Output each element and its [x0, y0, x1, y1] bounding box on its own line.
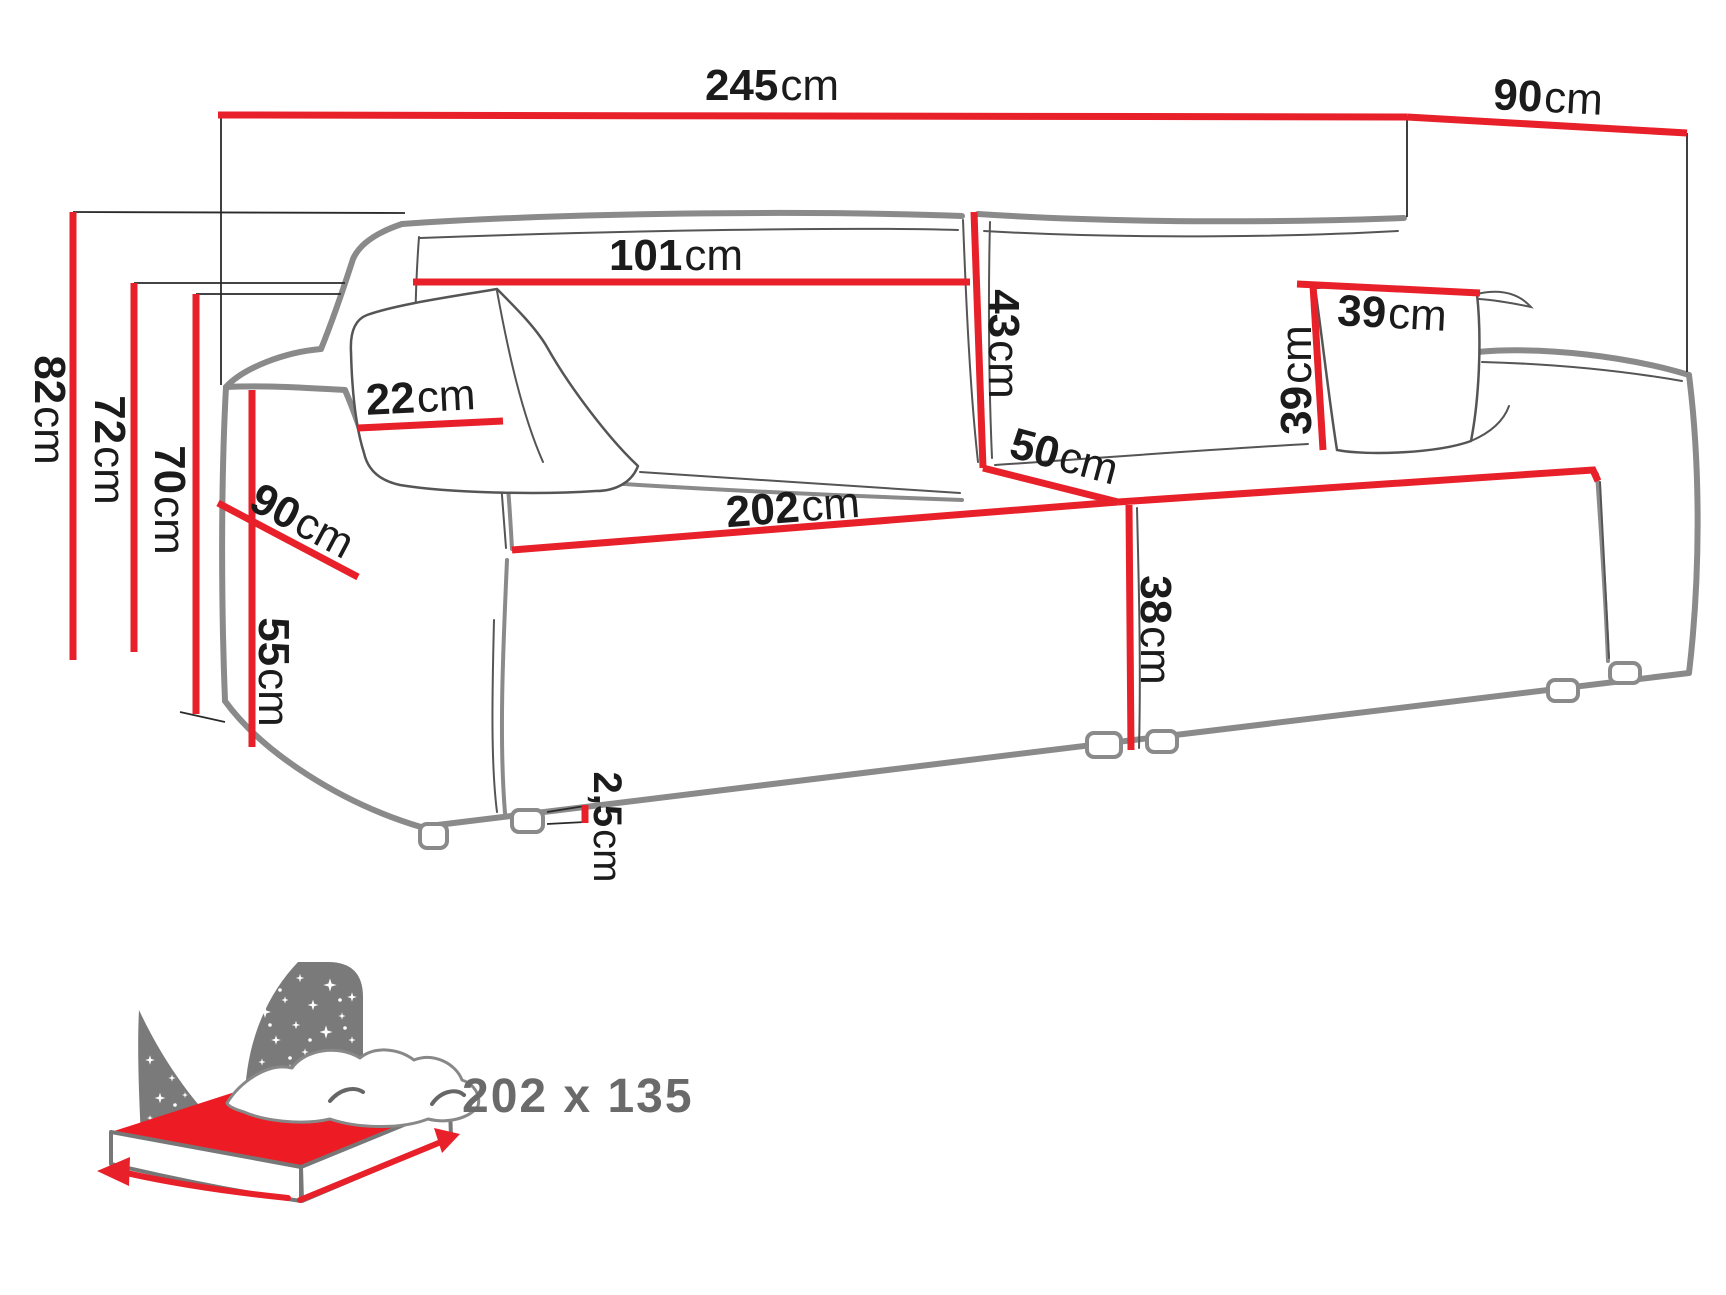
- figure-fold-accent: [328, 1087, 365, 1103]
- left-pillow: [349, 287, 640, 495]
- right-pillow-corner-curl: [1476, 290, 1534, 309]
- sofa-leg: [1608, 661, 1642, 685]
- dim-line-total-width: [217, 111, 1408, 121]
- sleeping-area-label: 202 x 135: [462, 1070, 694, 1123]
- dim-line-seat-depth: [982, 464, 1119, 506]
- label-total-height: 82cm: [25, 355, 74, 465]
- extension-height-82: [72, 211, 406, 214]
- right-armrest-top-edge: [1474, 347, 1692, 378]
- figure-fold-accent: [430, 1089, 466, 1106]
- leg-leader-bottom: [546, 821, 586, 825]
- dim-line-back-cushion-height: [970, 211, 987, 469]
- label-backrest-height-lower: 70cm: [145, 445, 194, 555]
- sofa-drawing: [219, 209, 1701, 850]
- right-pillow-bottom-curl: [1470, 405, 1510, 442]
- right-armrest-front-detail: [1599, 481, 1610, 659]
- label-pillow-width: 39cm: [1336, 286, 1448, 341]
- label-back-cushion-width: 101cm: [609, 231, 743, 280]
- right-armrest-outer-edge: [1686, 372, 1701, 676]
- sofa-leg: [510, 808, 545, 834]
- dim-line-total-depth: [1406, 113, 1688, 137]
- label-pillow-height: 39cm: [1272, 325, 1321, 435]
- dim-line-seat-front-right: [1117, 466, 1602, 506]
- sofa-leg: [418, 822, 449, 850]
- base-bottom-left-corner: [222, 698, 424, 830]
- sofa-leg: [1145, 729, 1179, 754]
- extension-lines: [72, 117, 1688, 825]
- depth-arrowhead-icon: [434, 1128, 460, 1153]
- back-cushion-seam-left: [962, 219, 979, 463]
- armrest-top-edge: [223, 383, 348, 393]
- extension-height-70-bottom: [179, 711, 226, 723]
- label-armrest-depth: 90cm: [242, 474, 362, 569]
- dimension-lines: [69, 111, 1688, 823]
- sofa-leg: [1085, 731, 1123, 759]
- sofa-back-inner-line-left: [419, 227, 959, 239]
- right-armrest-top-detail: [1481, 361, 1683, 382]
- leg-leader-top: [546, 805, 586, 813]
- sofa-back-top-right-edge: [975, 211, 1407, 225]
- sofa-back-inner-line-right: [983, 230, 1399, 238]
- sofa-leg: [1546, 678, 1580, 703]
- back-cushion-bottom-right: [994, 443, 1309, 466]
- label-seat-height: 38cm: [1131, 575, 1180, 685]
- sleeping-area-icon: 202 x 135: [0, 0, 694, 1203]
- dim-line-pillow-width: [1296, 280, 1481, 297]
- label-armrest-height: 55cm: [249, 617, 298, 727]
- label-leg-height: 2,5cm: [585, 772, 629, 883]
- width-arrow: [119, 1169, 291, 1201]
- back-cushion-seam-right: [987, 221, 993, 459]
- armrest-outer-edge: [219, 384, 229, 704]
- right-armrest-front-seam: [1595, 472, 1610, 663]
- left-pillow-crease: [496, 290, 544, 463]
- sofa-back-left-frame-edge: [318, 221, 405, 352]
- front-seam-left: [499, 558, 509, 815]
- back-cushion-bottom-left: [639, 471, 961, 494]
- dimension-labels: 245cm 90cm 82cm 72cm 70cm 55cm 22cm 90cm…: [25, 61, 1604, 882]
- label-seat-width: 202cm: [724, 478, 862, 537]
- label-armrest-width: 22cm: [365, 370, 477, 425]
- depth-arrow: [297, 1139, 444, 1203]
- front-seam-left-detail: [491, 619, 498, 813]
- label-seat-depth: 50cm: [1005, 419, 1124, 495]
- dim-line-seat-height: [1125, 504, 1135, 751]
- base-bottom-edge: [418, 670, 1692, 830]
- label-backrest-height-upper: 72cm: [85, 395, 134, 505]
- seat-seam-detail: [1136, 507, 1141, 749]
- label-total-width: 245cm: [705, 61, 839, 110]
- night-sky-panel-small: [138, 1010, 230, 1138]
- dim-line-pillow-height: [1309, 284, 1327, 451]
- sofa-back-top-left-edge: [399, 209, 965, 227]
- armrest-top-back-edge: [223, 346, 324, 390]
- label-back-cushion-height: 43cm: [979, 289, 1028, 399]
- dim-line-armrest-width: [357, 417, 504, 432]
- stars: [0, 0, 357, 1121]
- label-total-depth: 90cm: [1492, 70, 1604, 125]
- dim-line-seat-width: [511, 498, 1119, 554]
- dim-line-armrest-depth: [216, 499, 360, 581]
- width-arrowhead-icon: [97, 1157, 130, 1186]
